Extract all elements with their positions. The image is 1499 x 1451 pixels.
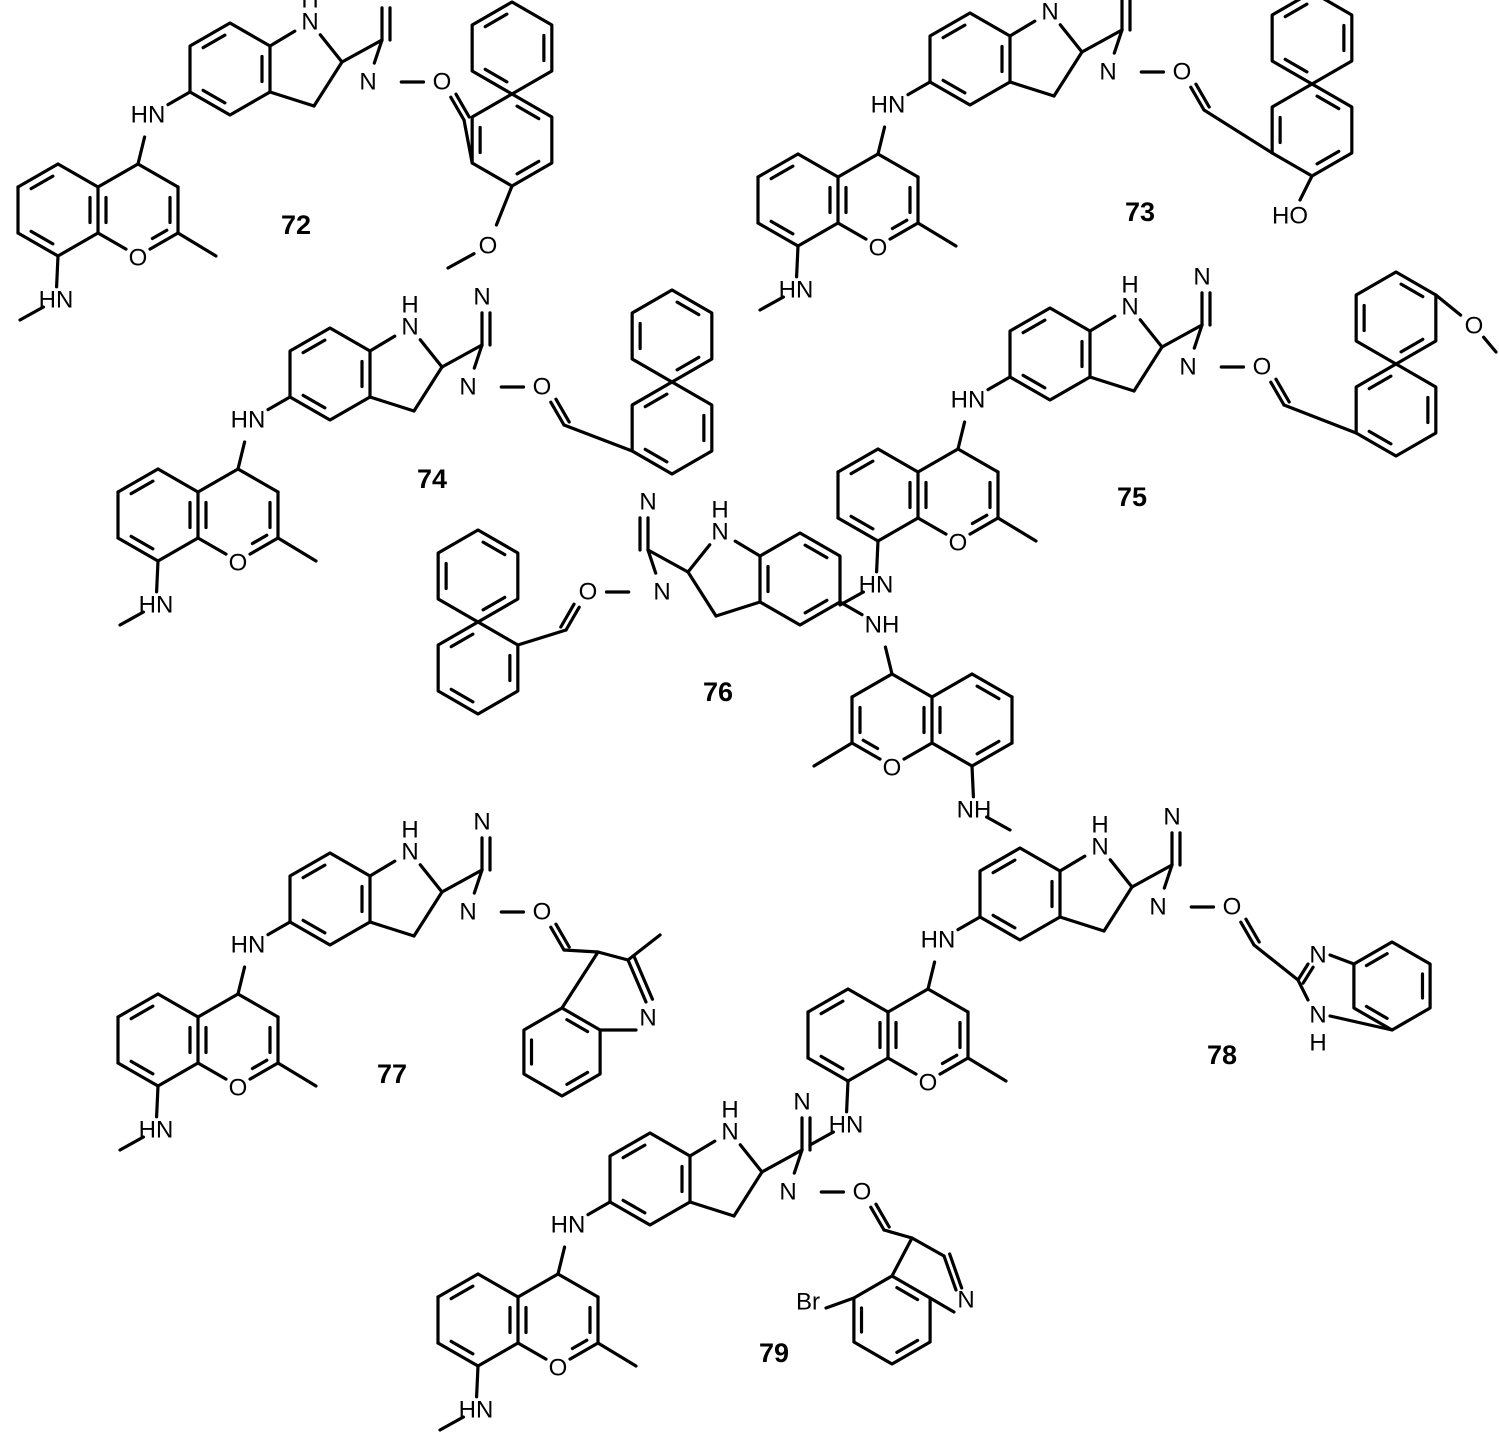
atom-label: HO: [1272, 203, 1308, 230]
atom-label: HN: [551, 1212, 586, 1239]
atom-label: HN: [921, 927, 956, 954]
atom-label: HN: [231, 407, 266, 434]
atom-label: N: [459, 899, 476, 926]
atom-label: O: [229, 550, 248, 577]
atom-label: O: [533, 899, 552, 926]
atom-label: N: [1149, 894, 1166, 921]
atom-label: O: [479, 233, 498, 260]
compound-number: 72: [281, 210, 311, 240]
atom-label: N: [301, 9, 318, 36]
atom-label: N: [639, 489, 656, 516]
atom-label: N: [711, 519, 728, 546]
atom-label: O: [229, 1075, 248, 1102]
compound-72-structure: HNHNOHNNNOO72: [16, 0, 554, 322]
atom-label: N: [1121, 294, 1138, 321]
atom-label: Br: [796, 1289, 820, 1316]
atom-label: N: [1179, 354, 1196, 381]
atom-label: N: [653, 579, 670, 606]
atom-label: H: [721, 1097, 738, 1124]
atom-label: O: [869, 235, 888, 262]
atom-label: N: [373, 0, 390, 6]
atom-label: H: [401, 292, 418, 319]
atom-label: N: [359, 69, 376, 96]
atom-label: N: [639, 1005, 656, 1032]
atom-label: O: [919, 1070, 938, 1097]
atom-label: O: [853, 1179, 872, 1206]
atom-label: N: [793, 1089, 810, 1116]
atom-label: H: [711, 497, 728, 524]
atom-label: HN: [459, 1397, 494, 1424]
atom-label: H: [1121, 272, 1138, 299]
compound-73-structure: HNHNOHNNNOHO73: [756, 0, 1354, 312]
atom-label: H: [401, 817, 418, 844]
atom-label: O: [433, 69, 452, 96]
atom-label: NH: [865, 612, 900, 639]
atom-label: N: [957, 1287, 974, 1314]
atom-label: H: [301, 0, 318, 14]
atom-label: HN: [859, 572, 894, 599]
compound-number: 78: [1207, 1040, 1237, 1070]
atom-label: O: [1173, 59, 1192, 86]
atom-label: N: [473, 284, 490, 311]
compound-number: 73: [1125, 197, 1155, 227]
atom-label: HN: [829, 1112, 864, 1139]
atom-label: O: [1465, 313, 1484, 340]
atom-label: O: [533, 374, 552, 401]
atom-label: O: [549, 1355, 568, 1382]
atom-label: O: [949, 530, 968, 557]
atom-label: O: [579, 579, 598, 606]
atom-label: H: [1091, 812, 1108, 839]
atom-label: N: [1309, 942, 1326, 969]
atom-label: HN: [951, 387, 986, 414]
atom-label: N: [721, 1119, 738, 1146]
atom-label: N: [401, 314, 418, 341]
atom-label: H: [1309, 1030, 1326, 1057]
atom-label: N: [459, 374, 476, 401]
atom-label: H: [1041, 0, 1058, 4]
atom-label: NH: [957, 797, 992, 824]
atom-label: HN: [871, 92, 906, 119]
atom-label: HN: [139, 592, 174, 619]
atom-label: HN: [231, 932, 266, 959]
compound-number: 76: [703, 677, 733, 707]
atom-label: N: [1099, 59, 1116, 86]
atom-label: N: [1041, 0, 1058, 26]
atom-label: O: [129, 245, 148, 272]
atom-label: N: [1309, 1002, 1326, 1029]
atom-label: HN: [131, 102, 166, 129]
atom-label: O: [1223, 894, 1242, 921]
atom-label: N: [779, 1179, 796, 1206]
atom-label: N: [473, 809, 490, 836]
atom-label: N: [401, 839, 418, 866]
atom-label: HN: [139, 1117, 174, 1144]
atom-label: O: [1253, 354, 1272, 381]
compound-number: 79: [759, 1338, 789, 1368]
atom-label: N: [1193, 264, 1210, 291]
atom-label: O: [883, 755, 902, 782]
compound-number: 77: [377, 1059, 407, 1089]
atom-label: N: [1091, 834, 1108, 861]
atom-label: HN: [779, 277, 814, 304]
atom-label: HN: [39, 287, 74, 314]
compound-number: 74: [417, 464, 447, 494]
atom-label: N: [1163, 804, 1180, 831]
compound-number: 75: [1117, 482, 1147, 512]
